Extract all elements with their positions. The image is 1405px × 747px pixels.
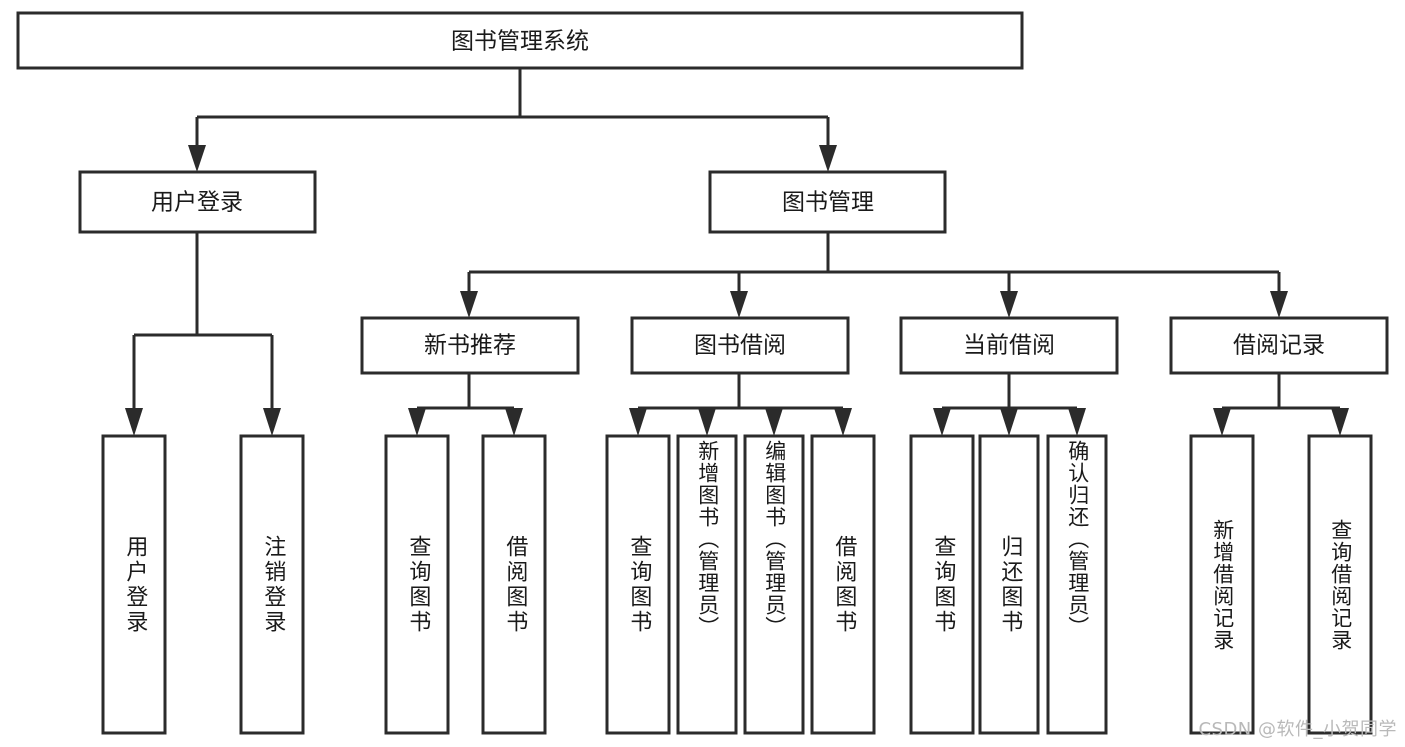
arrow-leaf-nb-borrow (505, 408, 523, 436)
node-book-borrow[interactable] (630, 316, 850, 375)
arrow-leaf-user-login (125, 408, 143, 436)
arrow-leaf-nb-query (408, 408, 426, 436)
node-current-borrow[interactable] (899, 316, 1119, 375)
arrow-to-user-login (188, 145, 206, 172)
arrow-leaf-logout (263, 408, 281, 436)
connector-layer (125, 68, 1349, 436)
leafbox-cb-confirm-return-admin[interactable] (1046, 434, 1108, 735)
leafbox-nb-query-book[interactable] (384, 434, 450, 735)
arrow-to-current-borrow (1000, 291, 1018, 318)
node-new-book-recommend-label: 新书推荐 (424, 333, 516, 359)
arrow-leaf-br-query (1331, 408, 1349, 436)
node-current-borrow-label: 当前借阅 (963, 333, 1055, 359)
leafbox-bb-add-book-admin[interactable] (676, 434, 738, 735)
arrow-leaf-cb-confirm (1068, 408, 1086, 436)
arrow-leaf-bb-edit (765, 408, 783, 436)
arrow-leaf-cb-return (1000, 408, 1018, 436)
leafbox-bb-borrow-book[interactable] (810, 434, 876, 735)
leafbox-cb-query-book[interactable] (909, 434, 975, 735)
leafbox-bb-query-book[interactable] (605, 434, 671, 735)
leafbox-br-add-record[interactable] (1189, 434, 1255, 735)
node-borrow-record-label: 借阅记录 (1233, 333, 1325, 359)
node-book-management-label: 图书管理 (782, 190, 874, 216)
leafbox-logout[interactable] (239, 434, 305, 735)
arrow-to-book-borrow (730, 291, 748, 318)
arrow-leaf-bb-add (698, 408, 716, 436)
node-root-book-management-system[interactable] (16, 11, 1024, 70)
node-user-login-label: 用户登录 (151, 190, 243, 216)
leafbox-nb-borrow-book[interactable] (481, 434, 547, 735)
node-root-label: 图书管理系统 (451, 29, 589, 55)
arrow-to-new-book (460, 291, 478, 318)
node-borrow-record[interactable] (1169, 316, 1389, 375)
arrow-leaf-bb-query (629, 408, 647, 436)
arrow-leaf-br-add (1213, 408, 1231, 436)
leafbox-bb-edit-book-admin[interactable] (743, 434, 805, 735)
node-new-book-recommend[interactable] (360, 316, 580, 375)
arrow-to-borrow-record (1270, 291, 1288, 318)
arrow-to-book-manage (819, 145, 837, 172)
node-user-login[interactable] (78, 170, 317, 234)
node-book-management[interactable] (708, 170, 947, 234)
node-layer: 图书管理系统 用户登录 图书管理 新书推荐 图书借阅 当前借阅 借阅记录 (16, 11, 1389, 735)
arrow-leaf-cb-query (933, 408, 951, 436)
leafbox-user-login[interactable] (101, 434, 167, 735)
leafbox-br-query-record[interactable] (1307, 434, 1373, 735)
node-book-borrow-label: 图书借阅 (694, 333, 786, 359)
arrow-leaf-bb-borrow (834, 408, 852, 436)
leafbox-cb-return-book[interactable] (978, 434, 1040, 735)
